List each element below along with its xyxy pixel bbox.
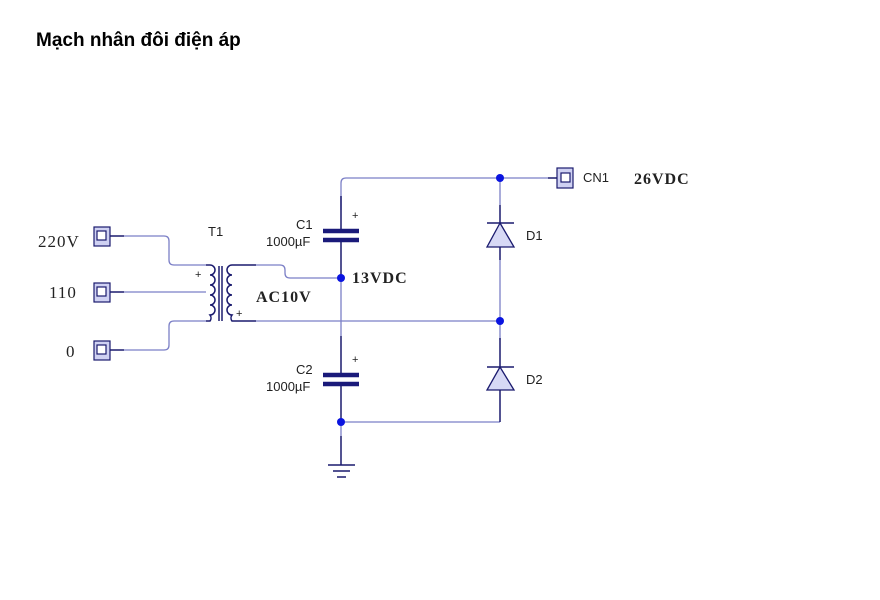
diode-d2: [485, 338, 516, 422]
c1-polarity: +: [352, 210, 358, 222]
output-voltage: 26VDC: [634, 171, 690, 188]
diagram-title: Mạch nhân đôi điện áp: [36, 30, 241, 51]
c2-ref: C2: [296, 362, 313, 377]
junction-mid-cap: [337, 274, 345, 282]
input-terminal-0: [93, 340, 124, 361]
c1-ref: C1: [296, 217, 313, 232]
cn1-ref: CN1: [583, 170, 609, 185]
d1-ref: D1: [526, 228, 543, 243]
wire-secondary-top: [256, 264, 341, 279]
c1-value: 1000µF: [266, 234, 310, 249]
input-label-0: 0: [66, 342, 76, 361]
input-terminal-220v: [93, 226, 124, 247]
d2-ref: D2: [526, 372, 543, 387]
capacitor-c2: [323, 336, 359, 422]
input-label-220v: 220V: [38, 232, 80, 251]
output-connector-cn1: [556, 167, 574, 189]
secondary-voltage-label: AC10V: [256, 289, 312, 306]
c2-value: 1000µF: [266, 379, 310, 394]
ground-icon: [328, 436, 355, 478]
transformer-t1: [206, 264, 256, 322]
junction-bottom: [337, 418, 345, 426]
wire-220v: [124, 235, 206, 266]
diode-d1: [485, 205, 516, 260]
input-terminal-110: [93, 282, 124, 303]
primary-plus-mark: +: [195, 269, 201, 281]
capacitor-c1: [323, 196, 359, 278]
c2-polarity: +: [352, 354, 358, 366]
transformer-ref: T1: [208, 224, 223, 239]
junction-mid-diode: [496, 317, 504, 325]
secondary-plus-mark: +: [236, 308, 242, 320]
mid-node-voltage: 13VDC: [352, 270, 408, 287]
wire-0: [124, 320, 206, 351]
input-label-110: 110: [49, 283, 77, 302]
wire-top-rail: [340, 177, 500, 210]
junction-top: [496, 174, 504, 182]
